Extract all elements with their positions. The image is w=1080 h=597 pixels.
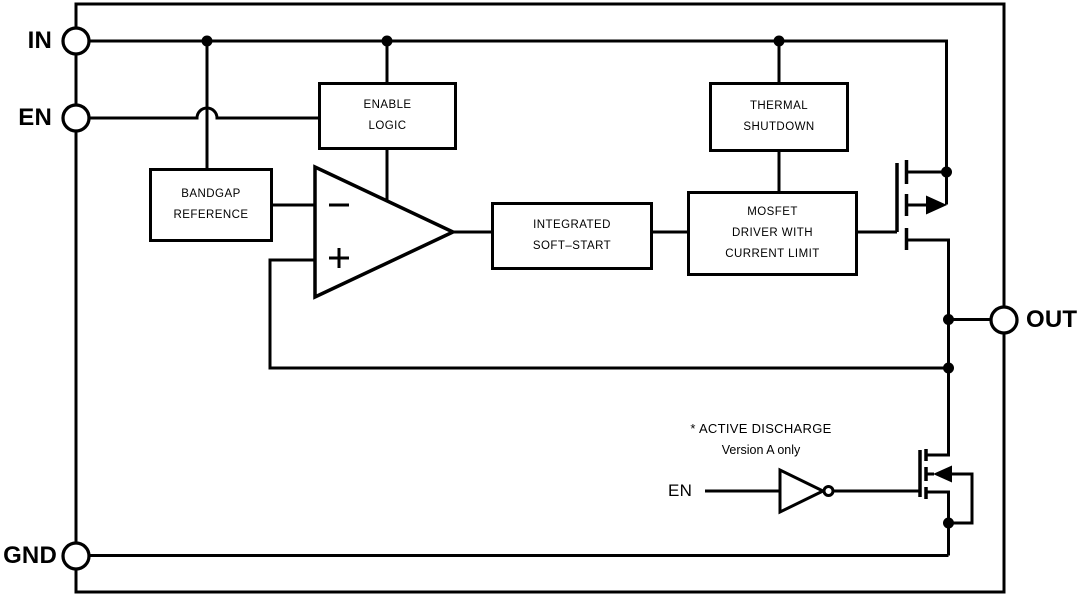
block-label-line: MOSFET	[747, 206, 798, 218]
pin-label-in: IN	[27, 27, 52, 54]
block-label-line: BANDGAP	[181, 188, 241, 200]
junction-dot	[941, 166, 952, 178]
wire-group	[88, 39, 991, 557]
inverter-symbol	[778, 467, 835, 515]
junction-dot	[943, 517, 954, 529]
junction-dot	[201, 35, 213, 47]
block-label-line: CURRENT LIMIT	[725, 248, 820, 260]
opamp-plus-input-symbol	[329, 248, 349, 268]
pin-circle-en	[61, 103, 91, 133]
pin-label-gnd: GND	[3, 542, 57, 569]
wire-discharge-source	[926, 490, 950, 556]
block-label-line: DRIVER WITH	[732, 227, 813, 239]
wire-feedback	[268, 258, 949, 370]
pin-circle-gnd	[61, 541, 91, 571]
block-label-line: THERMAL	[749, 100, 809, 112]
junction-dot	[773, 35, 785, 47]
block-enable-logic: ENABLE LOGIC	[318, 82, 457, 150]
pin-circle-in	[61, 26, 91, 56]
junction-dot	[943, 362, 954, 374]
opamp-triangle	[313, 164, 458, 300]
pin-circle-out	[989, 305, 1019, 335]
block-thermal-shutdown: THERMAL SHUTDOWN	[709, 82, 849, 152]
block-integrated-soft-start: INTEGRATED SOFT–START	[491, 202, 653, 270]
junction-dot	[943, 314, 954, 325]
pin-label-en: EN	[18, 104, 52, 131]
chip-boundary	[74, 2, 1006, 594]
block-label-line: REFERENCE	[173, 209, 249, 221]
block-label-line: INTEGRATED	[533, 219, 611, 231]
junction-dots	[201, 35, 954, 529]
nmos-discharge-transistor-icon	[918, 449, 952, 499]
block-label-line: LOGIC	[368, 120, 407, 132]
opamp-symbol	[313, 164, 458, 300]
pmos-body-arrow	[926, 195, 947, 215]
active-discharge-note: * ACTIVE DISCHARGE	[690, 421, 832, 436]
block-label-line: SOFT–START	[532, 240, 612, 252]
wire-en-with-hop	[88, 106, 318, 120]
inverter-bubble	[822, 485, 835, 497]
pin-circles	[61, 26, 1019, 571]
block-label-line: ENABLE	[363, 99, 412, 111]
junction-dot	[381, 35, 393, 47]
wire-in-rail	[88, 39, 948, 205]
nmos-body-arrow	[933, 465, 952, 483]
inverter-input-label: EN	[668, 481, 693, 500]
block-bandgap-reference: BANDGAP REFERENCE	[149, 168, 273, 242]
block-label-line: SHUTDOWN	[743, 121, 815, 133]
block-mosfet-driver: MOSFET DRIVER WITH CURRENT LIMIT	[687, 191, 858, 276]
wire-source-rail	[906, 238, 950, 457]
inverter-triangle	[778, 467, 827, 515]
pin-label-out: OUT	[1026, 306, 1078, 333]
pmos-pass-transistor-icon	[895, 160, 947, 250]
version-note: Version A only	[721, 443, 801, 457]
